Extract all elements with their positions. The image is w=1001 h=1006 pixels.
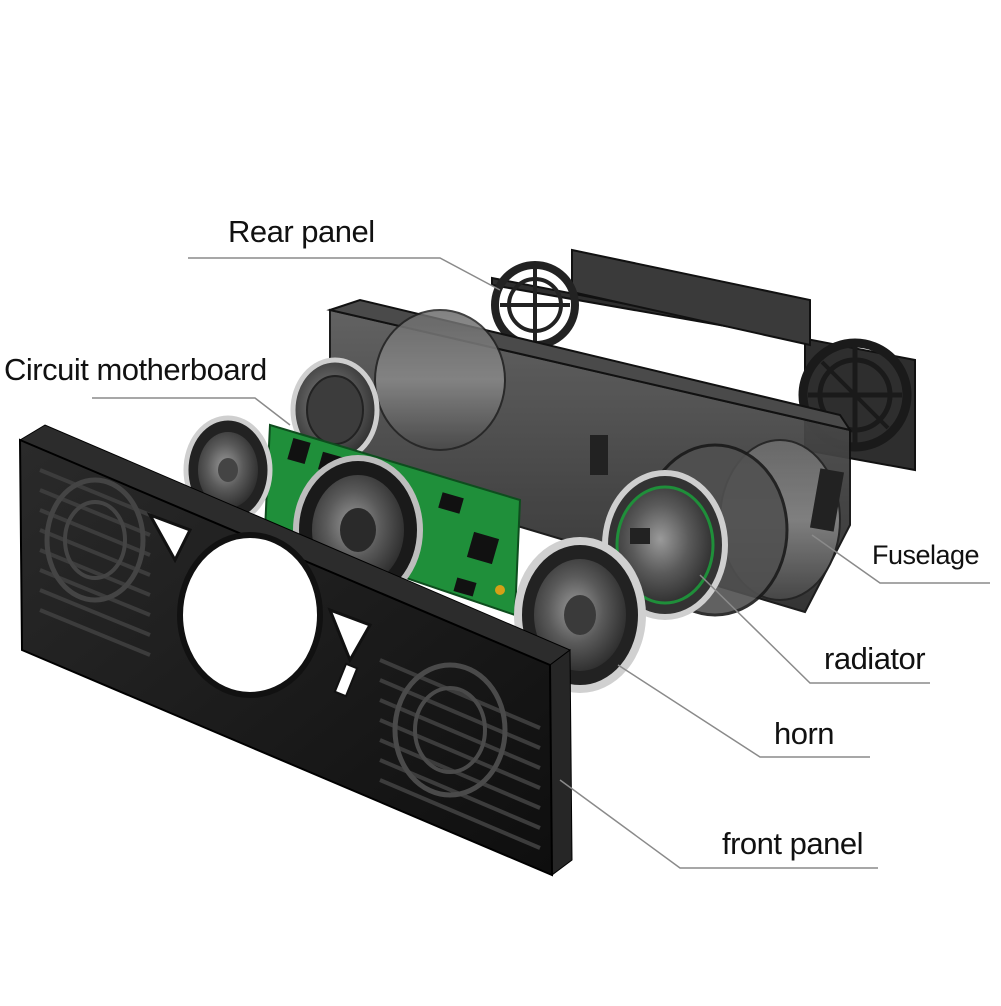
leader-line-fuselage <box>811 534 990 584</box>
rear-drivers <box>290 357 380 463</box>
leader-lines <box>92 257 990 869</box>
leader-line-horn <box>617 664 870 758</box>
front-panel-label: front panel <box>722 826 864 861</box>
rear-panel-label: Rear panel <box>228 214 375 249</box>
front-panel-part <box>18 424 573 877</box>
circuit-motherboard-label: Circuit motherboard <box>4 352 267 387</box>
leader-line-radiator <box>699 574 930 684</box>
horn-label: horn <box>774 716 835 751</box>
leader-line-rear-panel <box>188 257 501 291</box>
leader-line-front-panel <box>559 779 878 869</box>
leader-line-circuit-motherboard <box>92 397 291 426</box>
fuselage-label: Fuselage <box>872 540 980 570</box>
radiator-label: radiator <box>824 641 926 676</box>
